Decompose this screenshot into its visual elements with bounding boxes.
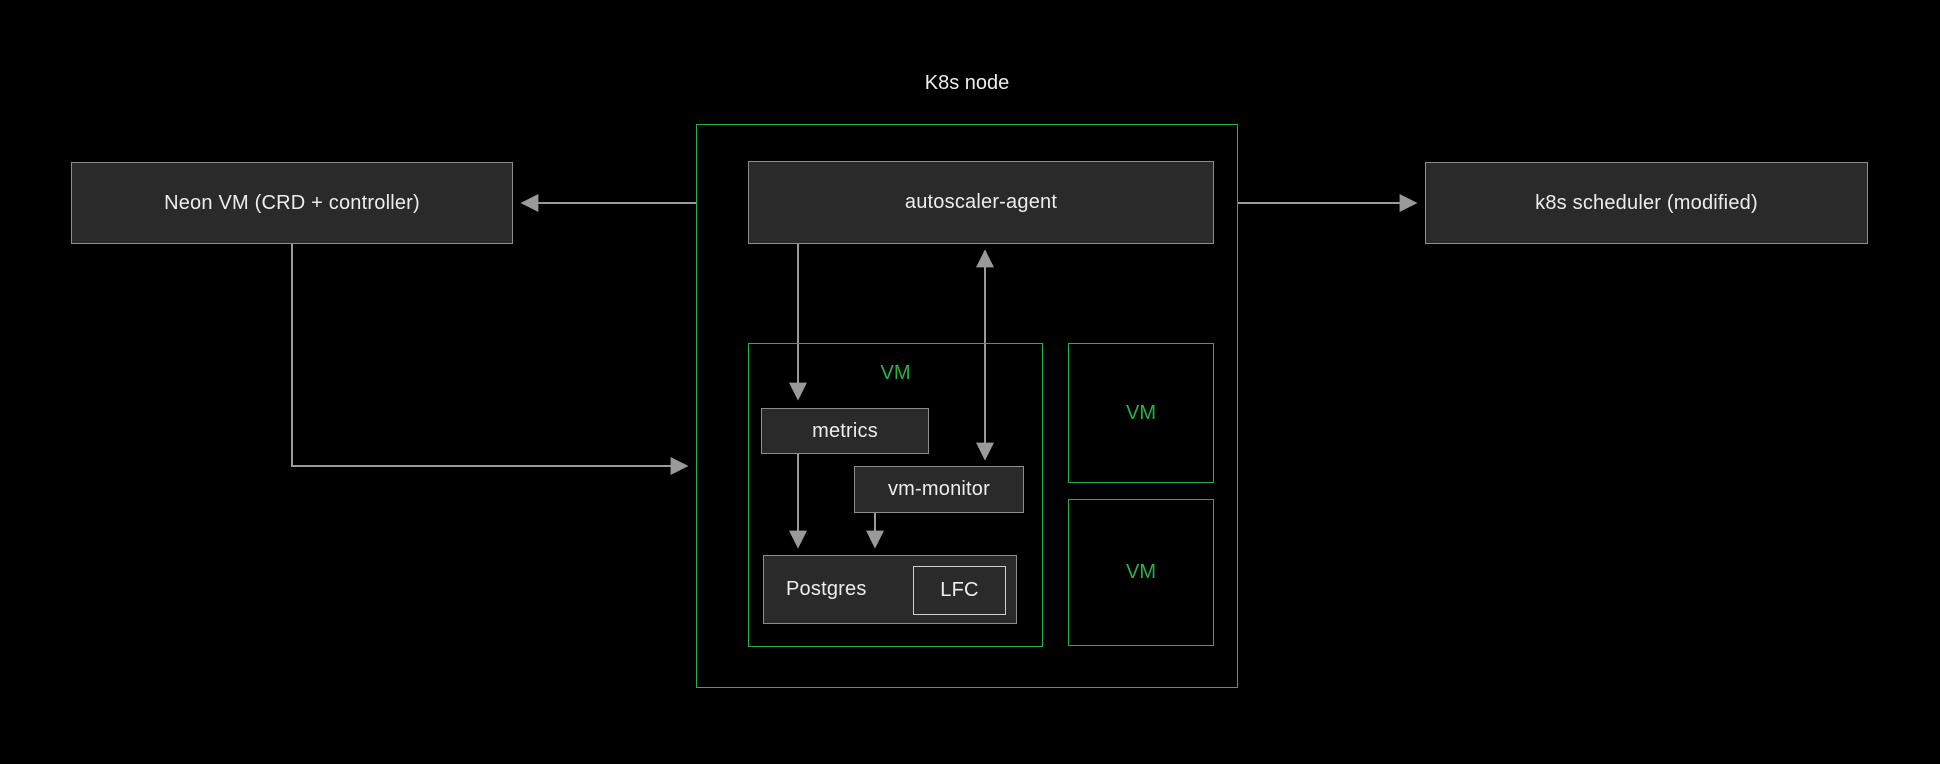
metrics-label: metrics <box>812 419 878 442</box>
vm-lower-label: VM <box>1126 561 1156 583</box>
k8s-scheduler-node: k8s scheduler (modified) <box>1425 162 1868 244</box>
autoscaler-agent-node: autoscaler-agent <box>748 161 1214 244</box>
k8s-scheduler-label: k8s scheduler (modified) <box>1535 191 1758 214</box>
lfc-label: LFC <box>940 579 979 601</box>
neon-vm-label: Neon VM (CRD + controller) <box>164 191 420 214</box>
arrow-neonvm-to-k8snode <box>291 244 689 475</box>
vm-monitor-label: vm-monitor <box>887 478 990 500</box>
neon-vm-node: Neon VM (CRD + controller) <box>71 162 513 244</box>
vm-main-frame: VM <box>748 343 1043 647</box>
k8s-node-title: K8s node <box>924 72 1010 94</box>
vm-lower-frame: VM <box>1068 499 1214 646</box>
vm-monitor-node: vm-monitor <box>854 466 1024 513</box>
vm-upper-frame: VM <box>1068 343 1214 483</box>
vm-upper-label: VM <box>1126 401 1156 424</box>
lfc-node: LFC <box>913 566 1006 615</box>
postgres-node: Postgres LFC <box>763 555 1017 624</box>
autoscaler-agent-label: autoscaler-agent <box>904 191 1058 213</box>
k8s-node-frame <box>696 124 1238 688</box>
metrics-node: metrics <box>761 408 929 454</box>
vm-main-label: VM <box>880 362 911 384</box>
postgres-label: Postgres <box>786 578 867 600</box>
